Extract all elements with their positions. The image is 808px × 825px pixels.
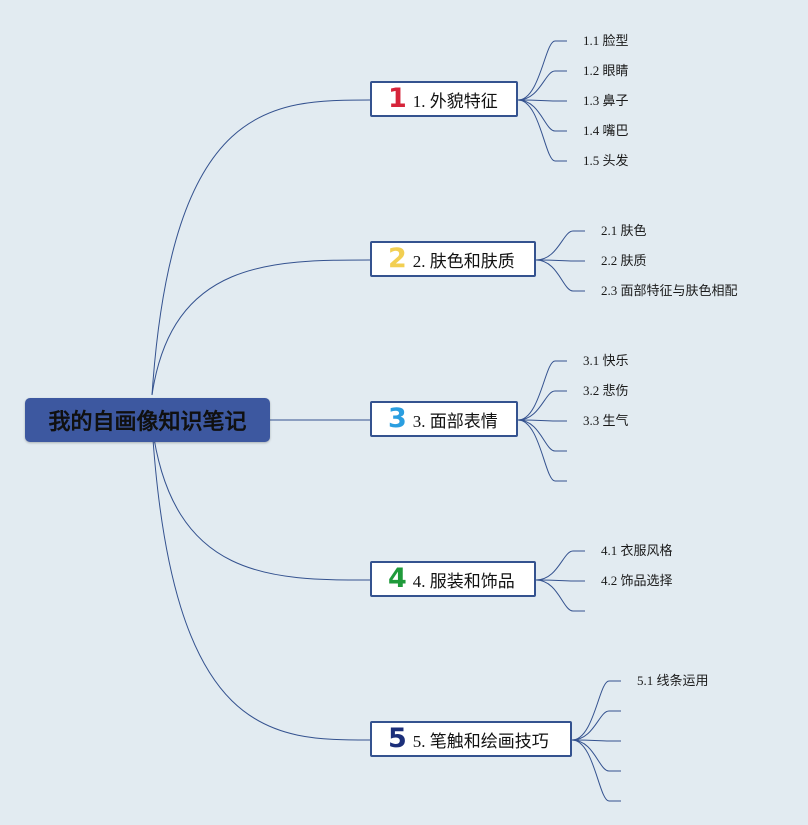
branch-to-leaf-connector: [517, 99, 556, 102]
branch-to-leaf-connector: [571, 680, 610, 741]
leaf-topic[interactable]: 5.1 线条运用: [637, 673, 709, 688]
branch-to-leaf-connector: [517, 99, 556, 132]
leaf-topic[interactable]: 4.2 饰品选择: [601, 573, 673, 588]
branch-label-2: 2. 肤色和肤质: [412, 251, 515, 271]
branch-to-leaf-connector: [571, 739, 610, 742]
branch-to-leaf-connector: [535, 550, 574, 581]
branch-to-leaf-connector: [535, 579, 574, 582]
branch-topic-2[interactable]: 2 2. 肤色和肤质: [370, 241, 536, 277]
branch-topic-1[interactable]: 1 1. 外貌特征: [370, 81, 518, 117]
branch-to-leaf-connector: [517, 419, 556, 452]
leaf-topic[interactable]: 1.3 鼻子: [583, 93, 629, 108]
leaf-topic[interactable]: 3.3 生气: [583, 413, 629, 428]
root-topic[interactable]: 我的自画像知识笔记: [25, 398, 270, 442]
branch-label-3: 3. 面部表情: [412, 411, 498, 431]
leaf-topic[interactable]: 1.2 眼睛: [583, 63, 629, 78]
branch-to-leaf-connector: [517, 419, 556, 482]
branch-number-4-icon: 4: [388, 562, 407, 594]
root-to-branch-connector: [151, 259, 371, 396]
branch-topic-5[interactable]: 5 5. 笔触和绘画技巧: [370, 721, 572, 757]
branch-to-leaf-connector: [571, 739, 610, 772]
branch-label-5: 5. 笔触和绘画技巧: [412, 731, 549, 751]
branch-number-5-icon: 5: [388, 722, 407, 754]
branch-number-3-icon: 3: [388, 402, 407, 434]
branch-to-leaf-connector: [535, 230, 574, 261]
leaf-topic[interactable]: 1.1 脸型: [583, 33, 629, 48]
branch-to-leaf-connector: [535, 259, 574, 262]
branch-to-leaf-connector: [517, 360, 556, 421]
branch-topic-4[interactable]: 4 4. 服装和饰品: [370, 561, 536, 597]
branch-to-leaf-connector: [517, 99, 556, 162]
branch-number-2-icon: 2: [388, 242, 407, 274]
branch-to-leaf-connector: [517, 390, 556, 421]
root-to-branch-connector: [151, 424, 371, 741]
leaf-topic[interactable]: 3.2 悲伤: [583, 383, 629, 398]
root-to-branch-connector: [151, 99, 371, 396]
branch-to-leaf-connector: [517, 419, 556, 422]
leaf-topic[interactable]: 1.4 嘴巴: [583, 123, 629, 138]
branch-to-leaf-connector: [517, 40, 556, 101]
leaf-topic[interactable]: 4.1 衣服风格: [601, 543, 673, 558]
leaf-topic[interactable]: 3.1 快乐: [583, 353, 629, 368]
leaf-topic[interactable]: 2.1 肤色: [601, 223, 647, 238]
branch-to-leaf-connector: [571, 739, 610, 802]
leaf-topic[interactable]: 2.2 肤质: [601, 253, 647, 268]
leaf-topic[interactable]: 2.3 面部特征与肤色相配: [601, 283, 738, 298]
branch-label-1: 1. 外貌特征: [412, 91, 498, 111]
branch-to-leaf-connector: [535, 579, 574, 612]
branch-number-1-icon: 1: [388, 82, 407, 114]
root-to-branch-connector: [151, 424, 371, 581]
root-topic-label: 我的自画像知识笔记: [48, 410, 247, 435]
branch-topic-3[interactable]: 3 3. 面部表情: [370, 401, 518, 437]
branch-to-leaf-connector: [517, 70, 556, 101]
branch-label-4: 4. 服装和饰品: [412, 571, 515, 591]
leaf-topic[interactable]: 1.5 头发: [583, 153, 629, 168]
branch-to-leaf-connector: [535, 259, 574, 292]
branch-to-leaf-connector: [571, 710, 610, 741]
